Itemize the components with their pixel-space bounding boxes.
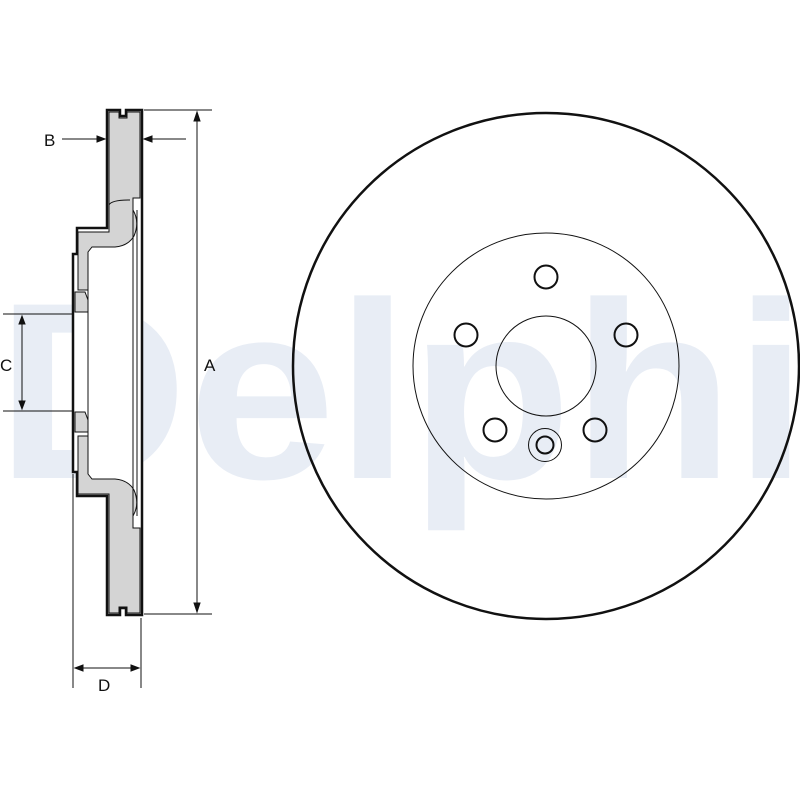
- locator-hole-outer: [528, 428, 562, 462]
- front-view: [291, 111, 800, 621]
- label-c: C: [0, 356, 12, 375]
- outer-rim-circle: [291, 111, 800, 621]
- bolt-hole: [533, 264, 559, 290]
- dimension-a: [144, 109, 212, 615]
- bolt-hole: [453, 322, 479, 348]
- locator-hole-inner: [535, 435, 555, 455]
- bolt-hole: [613, 322, 639, 348]
- center-bore-circle: [495, 315, 597, 417]
- bolt-hole: [582, 417, 608, 443]
- hub-circle: [412, 232, 680, 500]
- side-view: [71, 108, 144, 617]
- dimension-b: [62, 135, 186, 143]
- label-a: A: [204, 356, 216, 375]
- label-d: D: [98, 676, 110, 695]
- dimension-d: [72, 474, 142, 688]
- dimension-c: [3, 313, 72, 412]
- label-b: B: [44, 131, 55, 150]
- bolt-hole: [482, 417, 508, 443]
